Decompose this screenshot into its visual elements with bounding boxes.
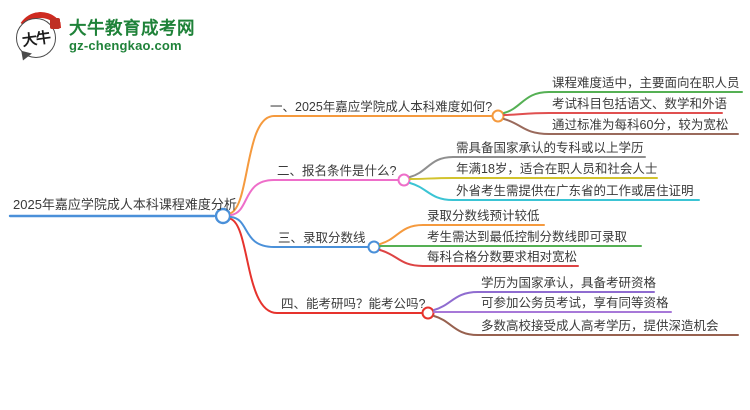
branch-2-child-2-connector — [409, 177, 658, 180]
brand-logo: 大牛 大牛教育成考网 gz-chengkao.com — [12, 9, 195, 63]
branch-3-child-1-connector — [379, 224, 545, 245]
branch-2-topic[interactable]: 二、报名条件是什么? — [277, 164, 397, 178]
branch-4-child-1-connector — [433, 291, 655, 311]
branch-1-child-1-topic[interactable]: 课程难度适中，主要面向在职人员 — [552, 76, 740, 90]
branch-1-topic[interactable]: 一、2025年嘉应学院成人本科难度如何? — [270, 100, 493, 114]
branch-4-child-2-topic[interactable]: 可参加公务员考试，享有同等资格 — [481, 296, 669, 310]
branch-2-child-2-topic[interactable]: 年满18岁，适合在职人员和社会人士 — [456, 162, 658, 176]
branch-2-child-1-topic[interactable]: 需具备国家承认的专科或以上学历 — [456, 141, 644, 155]
branch-3-child-2-topic[interactable]: 考生需达到最低控制分数线即可录取 — [427, 230, 628, 244]
logo-seal-icon — [50, 18, 60, 29]
branch-4-connector — [230, 218, 423, 314]
branch-2-child-3-connector — [409, 182, 700, 201]
branch-4-child-3-connector — [433, 315, 739, 336]
branch-3-connector — [230, 216, 369, 248]
branch-3-node-handle[interactable] — [367, 240, 381, 254]
branch-2-child-1-connector — [409, 156, 646, 178]
branch-1-child-3-topic[interactable]: 通过标准为每科60分，较为宽松 — [552, 118, 729, 132]
branch-2-node-handle[interactable] — [397, 173, 411, 187]
branch-2-child-3-topic[interactable]: 外省考生需提供在广东省的工作或居住证明 — [456, 184, 694, 198]
branch-4-child-1-topic[interactable]: 学历为国家承认，具备考研资格 — [481, 276, 657, 290]
branch-3-child-3-topic[interactable]: 每科合格分数要求相对宽松 — [427, 250, 578, 264]
root-topic[interactable]: 2025年嘉应学院成人本科课程难度分析 — [13, 197, 237, 212]
branch-3-child-3-connector — [379, 249, 579, 267]
brand-logo-icon: 大牛 — [12, 9, 68, 63]
branch-4-child-3-topic[interactable]: 多数高校接受成人高考学历，提供深造机会 — [481, 319, 719, 333]
branch-1-child-2-topic[interactable]: 考试科目包括语文、数学和外语 — [552, 97, 728, 111]
branch-1-child-1-connector — [503, 91, 743, 114]
branch-3-topic[interactable]: 三、录取分数线 — [278, 231, 366, 245]
branch-1-node-handle[interactable] — [491, 109, 505, 123]
brand-domain: gz-chengkao.com — [69, 38, 182, 53]
branch-3-child-1-topic[interactable]: 录取分数线预计较低 — [427, 209, 540, 223]
branch-4-topic[interactable]: 四、能考研吗？能考公吗? — [281, 297, 426, 311]
speech-bubble-icon: 大牛 — [16, 18, 56, 58]
brand-name: 大牛教育成考网 — [69, 18, 195, 38]
branch-1-child-2-connector — [503, 112, 723, 116]
root-node-handle[interactable] — [214, 207, 232, 225]
branch-1-child-3-connector — [503, 118, 739, 135]
brand-text-block: 大牛教育成考网 gz-chengkao.com — [69, 12, 195, 54]
branch-1-connector — [230, 115, 493, 214]
branch-2-connector — [230, 179, 399, 216]
branch-4-node-handle[interactable] — [421, 306, 435, 320]
